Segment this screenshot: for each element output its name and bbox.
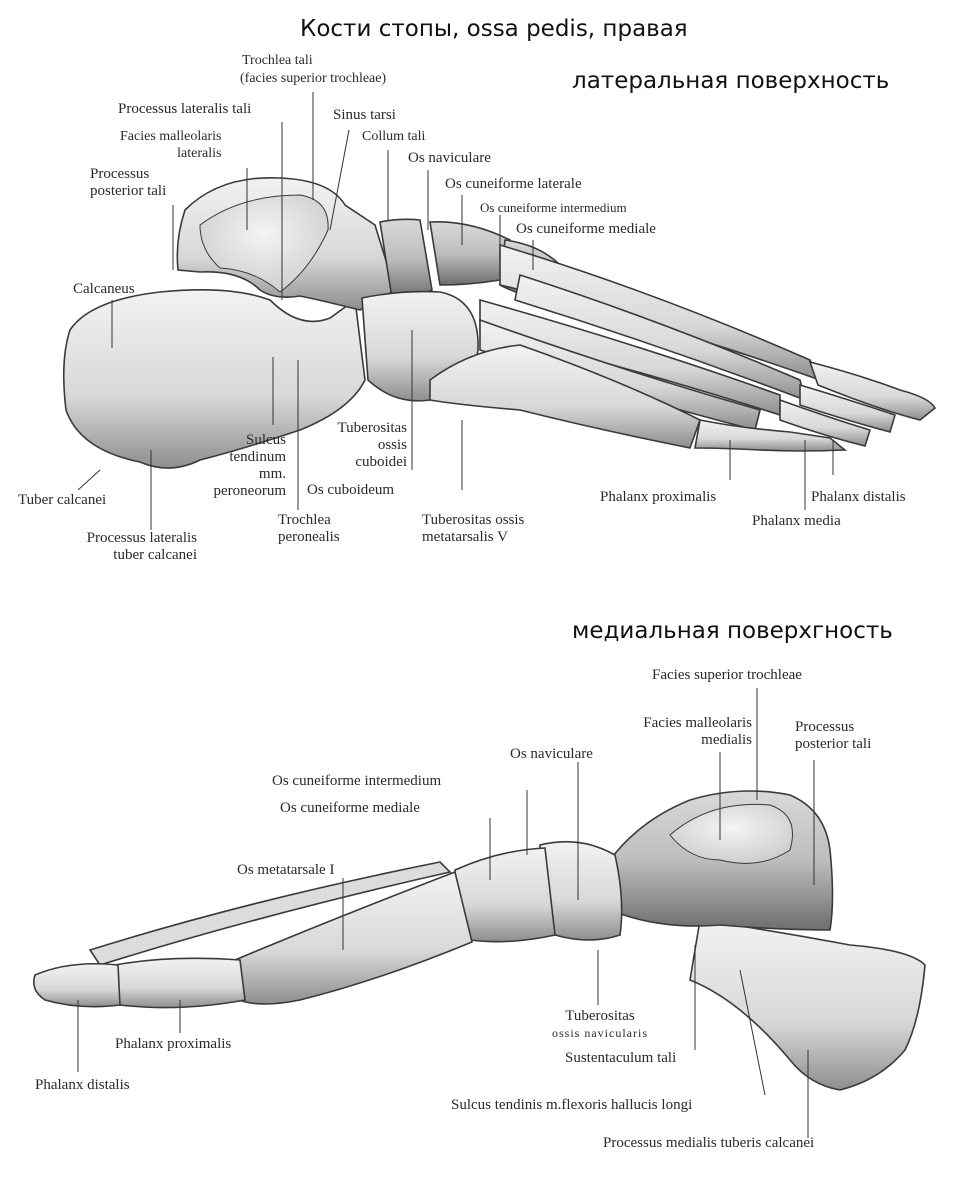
label-collum-tali: Collum tali [362, 129, 426, 144]
label-phalanx-media: Phalanx media [752, 513, 841, 529]
phalanx-proximalis [114, 957, 246, 1009]
calcaneus-bone [689, 919, 926, 1091]
label-facies-superior-trochleae-medial: Facies superior trochleae [652, 667, 802, 683]
label-os-cuneiforme-laterale: Os cuneiforme laterale [445, 176, 582, 192]
label-facies-malleolaris-lateralis: Facies malleolaris lateralis [120, 129, 222, 161]
label-os-cuneiforme-mediale-medial: Os cuneiforme mediale [280, 800, 420, 816]
label-sulcus-tendinis-flexoris-hallucis-longi: Sulcus tendinis m.flexoris hallucis long… [451, 1097, 693, 1113]
label-processus-medialis-tuberis-calcanei: Processus medialis tuberis calcanei [603, 1135, 815, 1151]
label-facies-malleolaris-medialis: Facies malleolaris medialis [643, 715, 752, 748]
label-os-naviculare-lateral: Os naviculare [408, 150, 491, 166]
label-sulcus-tendinum-peroneorum: Sulcus tendinum mm. peroneorum [213, 432, 286, 499]
calcaneus-bone [62, 289, 366, 469]
label-phalanx-proximalis-medial: Phalanx proximalis [115, 1036, 232, 1052]
phalanx-distalis [32, 962, 121, 1008]
label-facies-superior-trochleae: (facies superior trochleae) [240, 71, 387, 86]
label-processus-lateralis-tali: Processus lateralis tali [118, 101, 252, 117]
label-os-cuneiforme-intermedium-lateral: Os cuneiforme intermedium [480, 200, 627, 215]
leader-lines [77, 92, 834, 1138]
medial-foot [32, 790, 926, 1091]
label-calcaneus: Calcaneus [73, 281, 135, 297]
medial-view-heading: медиальная поверхгность [572, 618, 893, 644]
page-title: Кости стопы, ossa pedis, правая [300, 16, 688, 42]
label-sinus-tarsi: Sinus tarsi [333, 107, 396, 123]
label-os-cuboideum: Os cuboideum [307, 482, 395, 498]
label-phalanx-distalis-lateral: Phalanx distalis [811, 489, 906, 505]
label-tuberositas-ossis-cuboidei: Tuberositas ossis cuboidei [337, 420, 407, 470]
label-tuberositas-ossis-navicularis: Tuberositas ossis navicularis [552, 1008, 648, 1040]
lateral-foot [62, 176, 937, 469]
lateral-view-heading: латеральная поверхность [572, 68, 890, 94]
label-os-metatarsale-i: Os metatarsale I [237, 862, 335, 878]
label-processus-lateralis-tuber-calcanei: Processus lateralis tuber calcanei [86, 530, 197, 563]
label-processus-posterior-tali-medial: Processus posterior tali [795, 719, 872, 752]
label-os-cuneiforme-mediale-lateral: Os cuneiforme mediale [516, 221, 656, 237]
label-tuberositas-metatarsalis-v: Tuberositas ossis metatarsalis V [422, 512, 525, 545]
label-trochlea-peronealis: Trochlea peronealis [278, 512, 340, 545]
label-processus-posterior-tali-lateral: Processus posterior tali [90, 166, 167, 199]
label-sustentaculum-tali: Sustentaculum tali [565, 1050, 677, 1066]
label-os-naviculare-medial: Os naviculare [510, 746, 593, 762]
metatarsal-v [429, 344, 701, 449]
label-trochlea-tali: Trochlea tali [242, 53, 313, 68]
label-phalanx-proximalis-lateral: Phalanx proximalis [600, 489, 717, 505]
label-phalanx-distalis-medial: Phalanx distalis [35, 1077, 130, 1093]
label-tuber-calcanei: Tuber calcanei [18, 492, 107, 508]
label-os-cuneiforme-intermedium-medial: Os cuneiforme intermedium [272, 773, 442, 789]
